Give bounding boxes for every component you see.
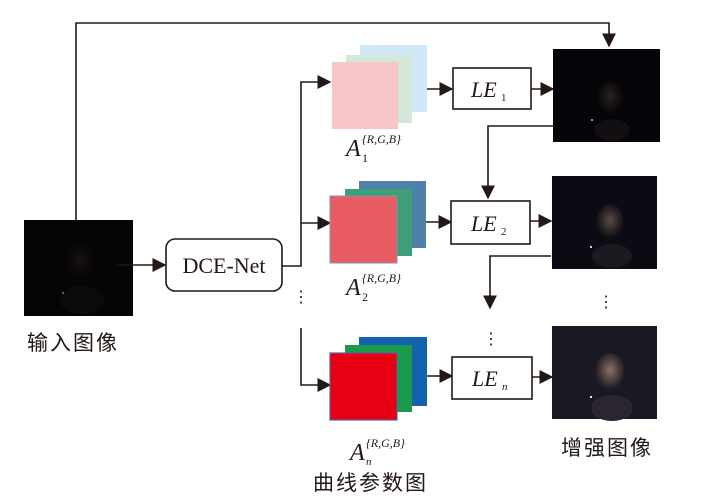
dcenet-to-an-arrow bbox=[300, 328, 332, 392]
curve-map-stack-2 bbox=[329, 181, 426, 264]
label-1-sup: {R,G,B} bbox=[362, 132, 401, 146]
curve-map-n-red bbox=[329, 352, 398, 421]
label-n-sup: {R,G,B} bbox=[366, 436, 405, 450]
len-sub: n bbox=[502, 381, 508, 393]
le1-base: LE bbox=[470, 77, 497, 102]
label-1-base: A bbox=[344, 136, 361, 162]
curve-map-stack-3 bbox=[329, 337, 427, 421]
curve-map-label-1: A 1 {R,G,B} bbox=[344, 132, 401, 165]
dcenet-to-a1-arrow bbox=[282, 75, 332, 267]
input-caption: 输入图像 bbox=[27, 331, 119, 355]
curve-map-stack-1 bbox=[332, 45, 427, 129]
curve-map-label-2: A 2 {R,G,B} bbox=[344, 271, 401, 304]
output-image-1 bbox=[553, 49, 660, 142]
dcenet-block: DCE-Net bbox=[165, 238, 283, 292]
le1-sub: 1 bbox=[501, 92, 507, 104]
curve-map-1-red bbox=[332, 62, 398, 129]
output-image-2 bbox=[552, 176, 657, 269]
input-image bbox=[24, 220, 133, 316]
skip-connection-arrow bbox=[75, 22, 616, 220]
le2-sub: 2 bbox=[501, 226, 507, 238]
len-base: LE bbox=[471, 366, 498, 391]
output-caption: 增强图像 bbox=[561, 436, 653, 460]
curve-map-label-n: A n {R,G,B} bbox=[348, 436, 405, 468]
le-block-1: LE 1 bbox=[452, 67, 532, 110]
label-2-sub: 2 bbox=[362, 290, 368, 304]
fork-ellipsis: ⋮ bbox=[293, 289, 309, 306]
label-n-base: A bbox=[348, 440, 365, 466]
label-2-sup: {R,G,B} bbox=[362, 271, 401, 285]
dcenet-label: DCE-Net bbox=[182, 253, 265, 278]
output-ellipsis: ⋮ bbox=[598, 294, 614, 311]
label-2-base: A bbox=[344, 275, 361, 301]
le-ellipsis: ⋮ bbox=[483, 331, 499, 348]
label-n-sub: n bbox=[366, 456, 372, 468]
face-silhouette bbox=[66, 244, 94, 280]
label-1-sub: 1 bbox=[362, 151, 368, 165]
le-block-n: LE n bbox=[451, 356, 533, 400]
output2-to-next-arrow bbox=[483, 255, 551, 310]
le-block-2: LE 2 bbox=[450, 200, 531, 245]
le2-base: LE bbox=[470, 211, 497, 236]
output-image-n bbox=[552, 326, 657, 421]
output1-to-le2-arrow bbox=[481, 125, 553, 200]
curve-maps-caption: 曲线参数图 bbox=[313, 471, 428, 495]
curve-map-2-red bbox=[329, 195, 398, 264]
